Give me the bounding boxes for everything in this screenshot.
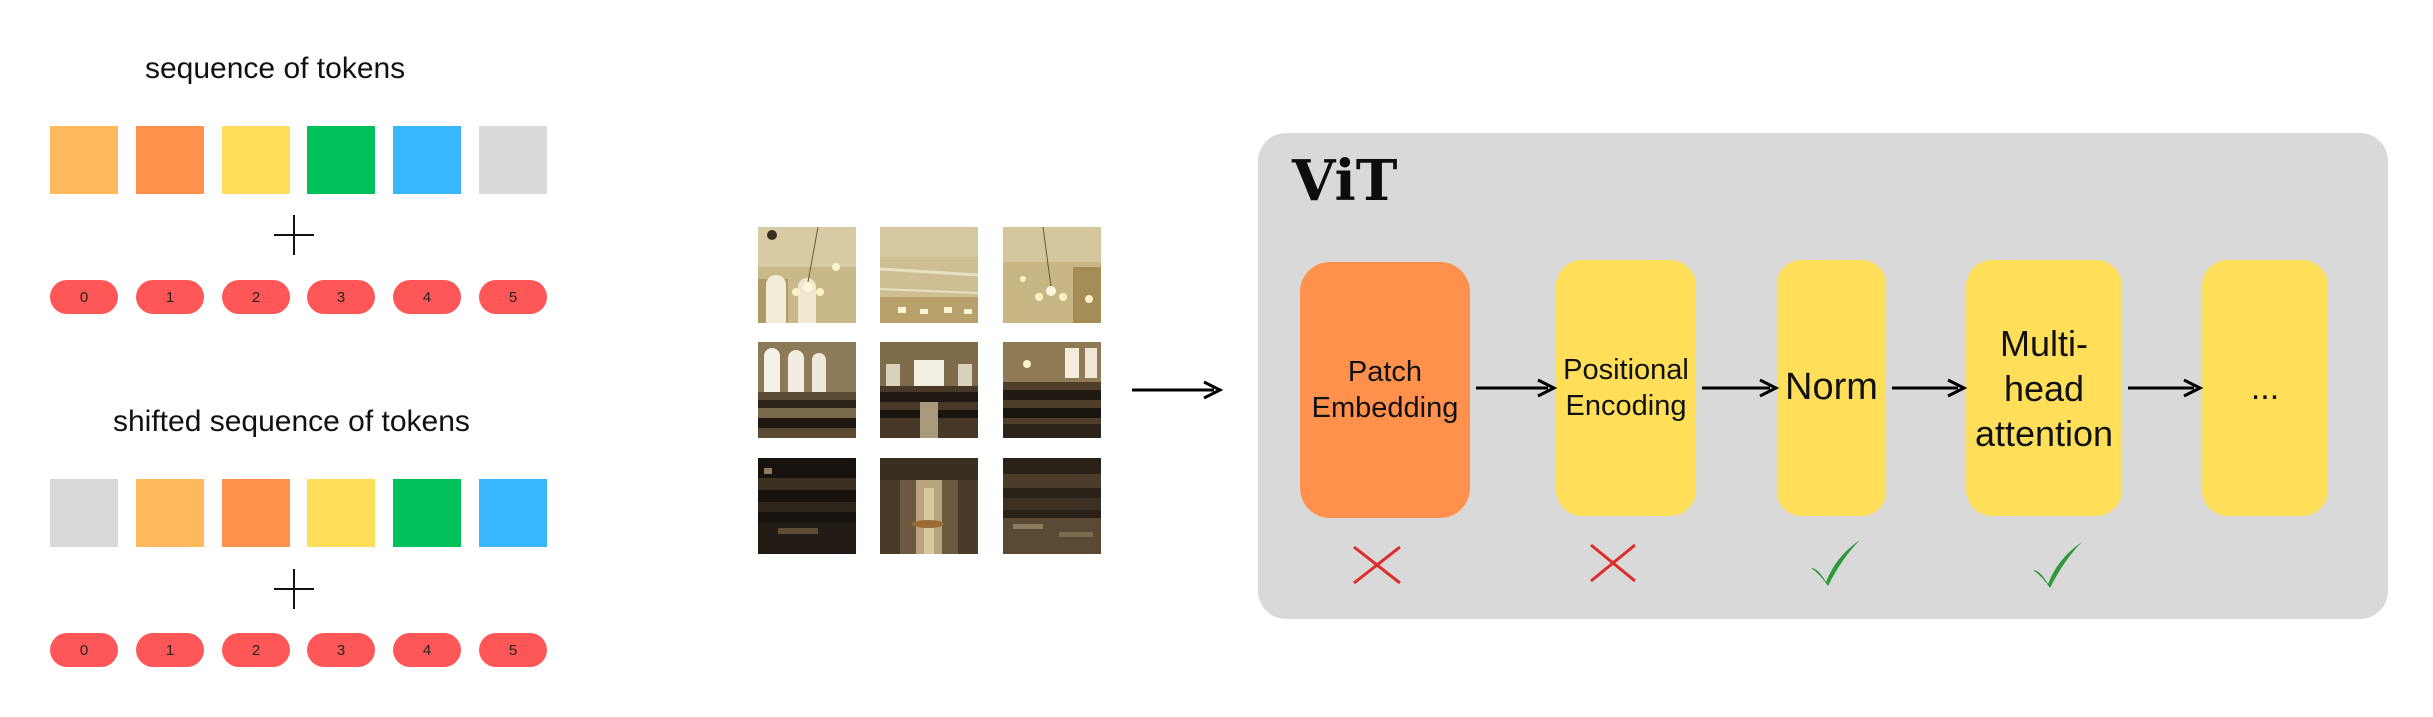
position-pill: 2 [222, 633, 290, 667]
position-pill: 4 [393, 280, 461, 314]
position-pill: 1 [136, 280, 204, 314]
token [393, 479, 461, 547]
vit-title: ViT [1292, 148, 1398, 214]
plus-icon [274, 569, 314, 609]
position-pill: 0 [50, 280, 118, 314]
position-pill: 5 [479, 280, 547, 314]
token [50, 479, 118, 547]
image-patch [758, 227, 856, 323]
plus-icon [274, 215, 314, 255]
block-label: Positional Encoding [1563, 353, 1689, 422]
position-pill: 2 [222, 280, 290, 314]
image-patch [880, 227, 978, 323]
token [307, 126, 375, 194]
patch-embedding-block: Patch Embedding [1300, 262, 1470, 518]
block-label: ... [2250, 368, 2280, 407]
more-layers-block: ... [2202, 260, 2328, 516]
position-pill: 4 [393, 633, 461, 667]
position-pill: 3 [307, 633, 375, 667]
token [393, 126, 461, 194]
token [222, 479, 290, 547]
block-label: Norm [1785, 366, 1878, 409]
token [136, 479, 204, 547]
check-icon [1811, 540, 1860, 586]
position-pill: 5 [479, 633, 547, 667]
sequence-title: sequence of tokens [145, 52, 406, 85]
token [50, 126, 118, 194]
token [479, 479, 547, 547]
image-patch [880, 342, 978, 438]
image-patch [758, 458, 856, 554]
image-patch [1003, 342, 1101, 438]
image-patch [758, 342, 856, 438]
image-patch [1003, 458, 1101, 554]
arrow-icon [1476, 378, 1558, 398]
token [307, 479, 375, 547]
positional-encoding-block: Positional Encoding [1556, 260, 1696, 516]
image-patch [880, 458, 978, 554]
cross-icon [1353, 545, 1401, 585]
position-pill: 0 [50, 633, 118, 667]
norm-block: Norm [1777, 260, 1886, 516]
position-pill: 3 [307, 280, 375, 314]
check-icon [2033, 542, 2082, 588]
shifted-sequence-title: shifted sequence of tokens [113, 405, 470, 438]
arrow-icon [1132, 380, 1224, 400]
multi-head-attention-block: Multi- head attention [1966, 260, 2122, 516]
arrow-icon [1892, 378, 1968, 398]
arrow-icon [2128, 378, 2204, 398]
image-patch [1003, 227, 1101, 323]
token [222, 126, 290, 194]
position-pill: 1 [136, 633, 204, 667]
arrow-icon [1702, 378, 1780, 398]
token [479, 126, 547, 194]
block-label: Patch Embedding [1311, 355, 1459, 424]
token [136, 126, 204, 194]
block-label: Multi- head attention [1974, 322, 2114, 454]
cross-icon [1590, 543, 1636, 583]
